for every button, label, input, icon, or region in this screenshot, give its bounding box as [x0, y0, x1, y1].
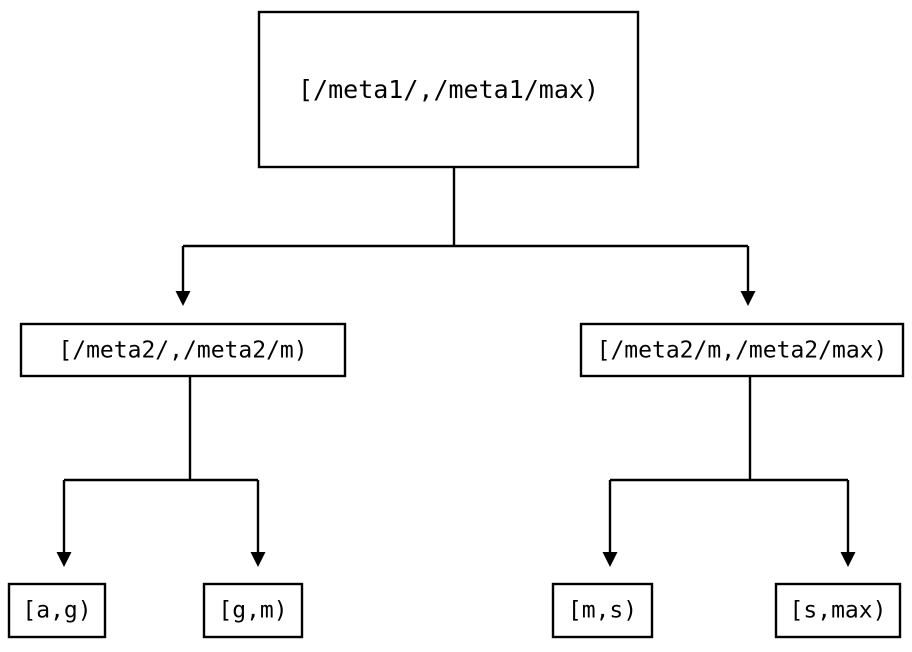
tree-node-leaf-s-max[interactable]: [s,max) — [774, 582, 902, 639]
node-label-leaf-g-m: [g,m) — [218, 598, 287, 624]
node-label-mid-left: [/meta2/,/meta2/m) — [58, 338, 307, 364]
node-box-leaf-s-max[interactable] — [774, 582, 902, 639]
tree-node-mid-right[interactable]: [/meta2/m,/meta2/max) — [579, 322, 905, 378]
edge-root-to-mid-right — [740, 246, 756, 306]
node-label-leaf-m-s: [m,s) — [568, 598, 637, 624]
tree-node-leaf-m-s[interactable]: [m,s) — [551, 582, 654, 639]
arrowhead-down-icon — [175, 291, 191, 306]
node-label-leaf-a-g: [a,g) — [22, 598, 91, 624]
node-box-mid-left[interactable] — [19, 322, 347, 378]
node-label-root: [/meta1/,/meta1/max) — [298, 75, 599, 104]
tree-node-leaf-g-m[interactable]: [g,m) — [202, 582, 304, 639]
node-label-leaf-s-max: [s,max) — [790, 598, 887, 624]
node-box-leaf-a-g[interactable] — [7, 582, 107, 639]
tree-node-root[interactable]: [/meta1/,/meta1/max) — [257, 10, 640, 169]
node-box-mid-right[interactable] — [579, 322, 905, 378]
arrowhead-down-icon — [602, 552, 618, 567]
tree-node-leaf-a-g[interactable]: [a,g) — [7, 582, 107, 639]
tree-node-mid-left[interactable]: [/meta2/,/meta2/m) — [19, 322, 347, 378]
edge-midleft-subtree — [56, 376, 266, 567]
node-label-mid-right: [/meta2/m,/meta2/max) — [597, 338, 888, 364]
node-box-leaf-m-s[interactable] — [551, 582, 654, 639]
arrowhead-down-icon — [56, 552, 72, 567]
arrowhead-down-icon — [840, 552, 856, 567]
edge-midright-subtree — [602, 376, 856, 567]
node-box-leaf-g-m[interactable] — [202, 582, 304, 639]
arrowhead-down-icon — [250, 552, 266, 567]
edge-root-to-mid-left — [175, 167, 748, 306]
arrowhead-down-icon — [740, 291, 756, 306]
node-box-root[interactable] — [257, 10, 640, 169]
